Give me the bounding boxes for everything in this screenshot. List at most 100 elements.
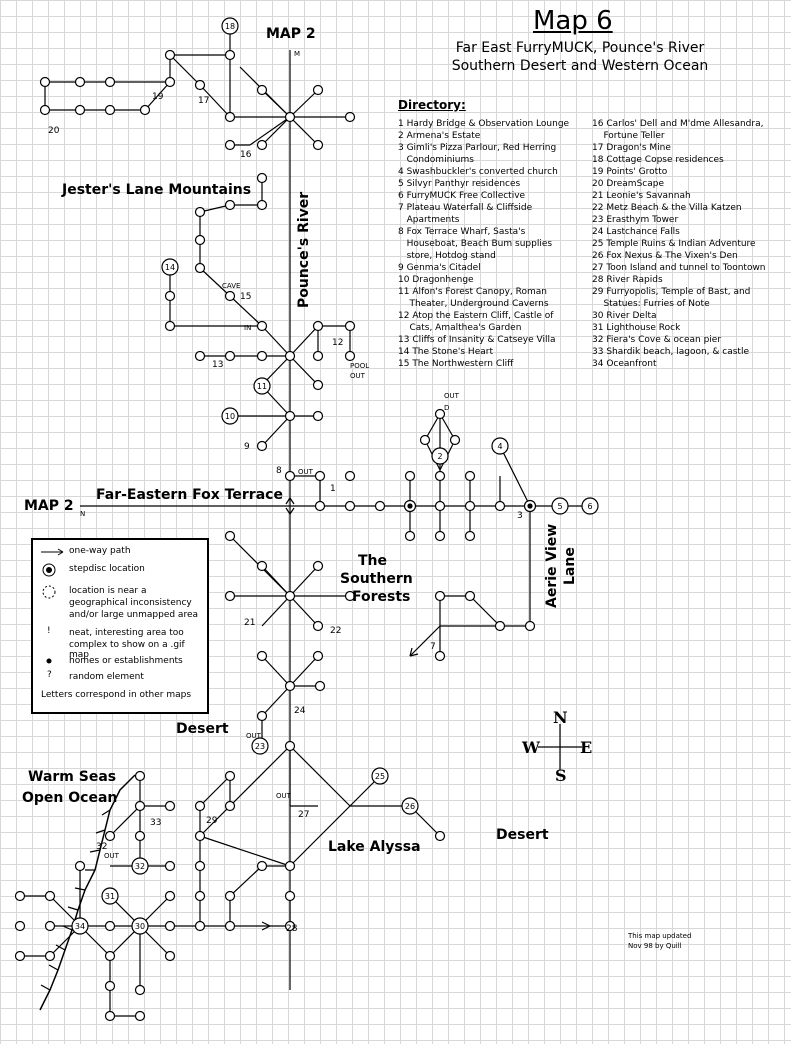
- map-node[interactable]: [104, 1010, 116, 1022]
- label-15[interactable]: 15: [240, 292, 252, 302]
- map-node[interactable]: [312, 379, 324, 391]
- map-node[interactable]: [194, 800, 206, 812]
- map-node[interactable]: [134, 1010, 146, 1022]
- map-node[interactable]: [39, 104, 51, 116]
- map-node[interactable]: [256, 139, 268, 151]
- map2-top-label[interactable]: MAP 2: [266, 26, 316, 42]
- map-node[interactable]: [284, 680, 296, 692]
- map-node[interactable]: [464, 470, 476, 482]
- map-node[interactable]: [104, 104, 116, 116]
- map-node[interactable]: [312, 410, 324, 422]
- map-node[interactable]: [284, 890, 296, 902]
- label-9[interactable]: 9: [244, 442, 250, 452]
- map-node[interactable]: [314, 470, 326, 482]
- map-node[interactable]: [464, 590, 476, 602]
- map-node[interactable]: [434, 530, 446, 542]
- numbered-node-32[interactable]: [131, 857, 149, 875]
- label-24[interactable]: 24: [294, 706, 306, 716]
- map-node[interactable]: [224, 890, 236, 902]
- numbered-node-23[interactable]: [251, 737, 269, 755]
- map-node[interactable]: [224, 920, 236, 932]
- map-node[interactable]: [224, 530, 236, 542]
- map-node[interactable]: [344, 470, 356, 482]
- map-node[interactable]: [344, 320, 356, 332]
- map-node[interactable]: [104, 830, 116, 842]
- map-node[interactable]: [74, 104, 86, 116]
- map-node[interactable]: [194, 830, 206, 842]
- map-node[interactable]: [434, 590, 446, 602]
- label-21[interactable]: 21: [244, 618, 256, 628]
- map-node[interactable]: [256, 710, 268, 722]
- map-node[interactable]: [256, 560, 268, 572]
- map-node[interactable]: [14, 950, 26, 962]
- numbered-node-18[interactable]: [221, 17, 239, 35]
- map-node[interactable]: [224, 590, 236, 602]
- label-7[interactable]: 7: [430, 642, 436, 652]
- map-node[interactable]: [314, 500, 326, 512]
- map-node[interactable]: [284, 111, 296, 123]
- map-node[interactable]: [434, 830, 446, 842]
- map-node[interactable]: [344, 350, 356, 362]
- map-node[interactable]: [74, 860, 86, 872]
- map-node[interactable]: [256, 860, 268, 872]
- map-node[interactable]: [164, 800, 176, 812]
- map-node[interactable]: [224, 800, 236, 812]
- label-3[interactable]: 3: [517, 511, 523, 521]
- map-node[interactable]: [134, 830, 146, 842]
- map-node[interactable]: [434, 500, 446, 512]
- map-node[interactable]: [194, 79, 206, 91]
- map-node[interactable]: [312, 620, 324, 632]
- map-node[interactable]: [464, 500, 476, 512]
- numbered-node-6[interactable]: [581, 497, 599, 515]
- map-node[interactable]: [14, 920, 26, 932]
- map-node[interactable]: [224, 199, 236, 211]
- map-node[interactable]: [164, 950, 176, 962]
- map-node[interactable]: [194, 234, 206, 246]
- map-node[interactable]: [344, 590, 356, 602]
- map-node[interactable]: [164, 860, 176, 872]
- map-node[interactable]: [194, 262, 206, 274]
- map-node[interactable]: [134, 770, 146, 782]
- map-node[interactable]: [344, 111, 356, 123]
- map-node[interactable]: [104, 76, 116, 88]
- map-node[interactable]: [284, 410, 296, 422]
- map-node[interactable]: [44, 890, 56, 902]
- numbered-node-30[interactable]: [131, 917, 149, 935]
- map-node[interactable]: [464, 530, 476, 542]
- numbered-node-31[interactable]: [101, 887, 119, 905]
- map-node[interactable]: [104, 950, 116, 962]
- map-node[interactable]: [284, 470, 296, 482]
- map-node[interactable]: [312, 560, 324, 572]
- map-node[interactable]: [104, 980, 116, 992]
- map-node[interactable]: [14, 890, 26, 902]
- map-node[interactable]: [224, 49, 236, 61]
- map-node[interactable]: [284, 860, 296, 872]
- map-node[interactable]: [434, 408, 446, 420]
- map-node[interactable]: [284, 350, 296, 362]
- numbered-node-14[interactable]: [161, 258, 179, 276]
- map-node[interactable]: [312, 350, 324, 362]
- label-19[interactable]: 19: [152, 92, 164, 102]
- numbered-node-11[interactable]: [253, 377, 271, 395]
- map-node[interactable]: [164, 76, 176, 88]
- label-20[interactable]: 20: [48, 126, 60, 136]
- map2-left-label[interactable]: MAP 2: [24, 498, 74, 514]
- map-node[interactable]: [134, 800, 146, 812]
- label-22[interactable]: 22: [330, 626, 342, 636]
- map-node[interactable]: [164, 890, 176, 902]
- map-node[interactable]: [314, 680, 326, 692]
- map-node[interactable]: [164, 290, 176, 302]
- label-1[interactable]: 1: [330, 484, 336, 494]
- map-node[interactable]: [434, 470, 446, 482]
- map-node[interactable]: [524, 620, 536, 632]
- label-16[interactable]: 16: [240, 150, 252, 160]
- numbered-node-25[interactable]: [371, 767, 389, 785]
- map-node[interactable]: [39, 76, 51, 88]
- map-node[interactable]: [164, 49, 176, 61]
- map-node[interactable]: [312, 139, 324, 151]
- map-node[interactable]: [44, 920, 56, 932]
- label-28[interactable]: 28: [286, 924, 298, 934]
- map-node[interactable]: [434, 650, 446, 662]
- map-node[interactable]: [164, 320, 176, 332]
- label-33[interactable]: 33: [150, 818, 162, 828]
